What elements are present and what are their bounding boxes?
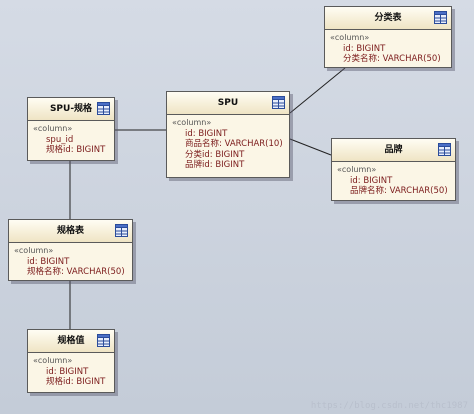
entity-title: 规格值 (57, 336, 85, 346)
entity-header: 品牌 (332, 139, 455, 162)
column-row: 规格id: BIGINT (46, 145, 106, 155)
entity-header: SPU (167, 92, 289, 115)
entity-header: 规格表 (9, 220, 132, 243)
stereotype-label: «column» (33, 356, 73, 365)
table-icon (438, 143, 451, 156)
column-row: 品牌id: BIGINT (185, 160, 245, 170)
entity-title: 分类表 (374, 13, 402, 23)
table-icon (434, 11, 447, 24)
table-icon (97, 334, 110, 347)
entity-category[interactable]: 分类表 «column» id: BIGINT 分类名称: VARCHAR(50… (324, 6, 452, 68)
entity-title: SPU (217, 98, 239, 108)
connector-spu-category (289, 67, 346, 114)
entity-spu-spec[interactable]: SPU-规格 «column» spu_id 规格id: BIGINT (27, 97, 115, 161)
column-row: spu_id (46, 134, 74, 145)
column-row: id: BIGINT (185, 128, 228, 139)
column-row: 品牌名称: VARCHAR(50) (350, 186, 448, 196)
column-row: 分类id: BIGINT (185, 149, 245, 160)
stereotype-label: «column» (33, 124, 73, 133)
column-row: id: BIGINT (350, 175, 393, 186)
entity-title: 规格表 (56, 226, 84, 236)
column-row: id: BIGINT (46, 366, 89, 377)
stereotype-label: «column» (172, 118, 212, 127)
column-row: id: BIGINT (27, 256, 70, 267)
watermark: https://blog.csdn.net/thc1987 (310, 401, 468, 411)
table-icon (115, 224, 128, 237)
column-row: 规格名称: VARCHAR(50) (27, 267, 125, 277)
entity-brand[interactable]: 品牌 «column» id: BIGINT 品牌名称: VARCHAR(50) (331, 138, 456, 201)
table-icon (272, 96, 285, 109)
column-row: 规格id: BIGINT (46, 377, 106, 387)
stereotype-label: «column» (337, 165, 377, 174)
entity-header: 分类表 (325, 7, 451, 30)
entity-title: 品牌 (384, 145, 403, 155)
entity-title: SPU-规格 (49, 104, 93, 114)
entity-header: SPU-规格 (28, 98, 114, 121)
entity-header: 规格值 (28, 330, 114, 353)
entity-spec[interactable]: 规格表 «column» id: BIGINT 规格名称: VARCHAR(50… (8, 219, 133, 281)
stereotype-label: «column» (330, 33, 370, 42)
column-row: 分类名称: VARCHAR(50) (343, 54, 441, 64)
entity-spec-value[interactable]: 规格值 «column» id: BIGINT 规格id: BIGINT (27, 329, 115, 393)
entity-spu[interactable]: SPU «column» id: BIGINT 商品名称: VARCHAR(10… (166, 91, 290, 178)
stereotype-label: «column» (14, 246, 54, 255)
column-row: id: BIGINT (343, 43, 386, 54)
column-row: 商品名称: VARCHAR(10) (185, 139, 283, 149)
connector-spu-brand (289, 138, 332, 156)
table-icon (97, 102, 110, 115)
